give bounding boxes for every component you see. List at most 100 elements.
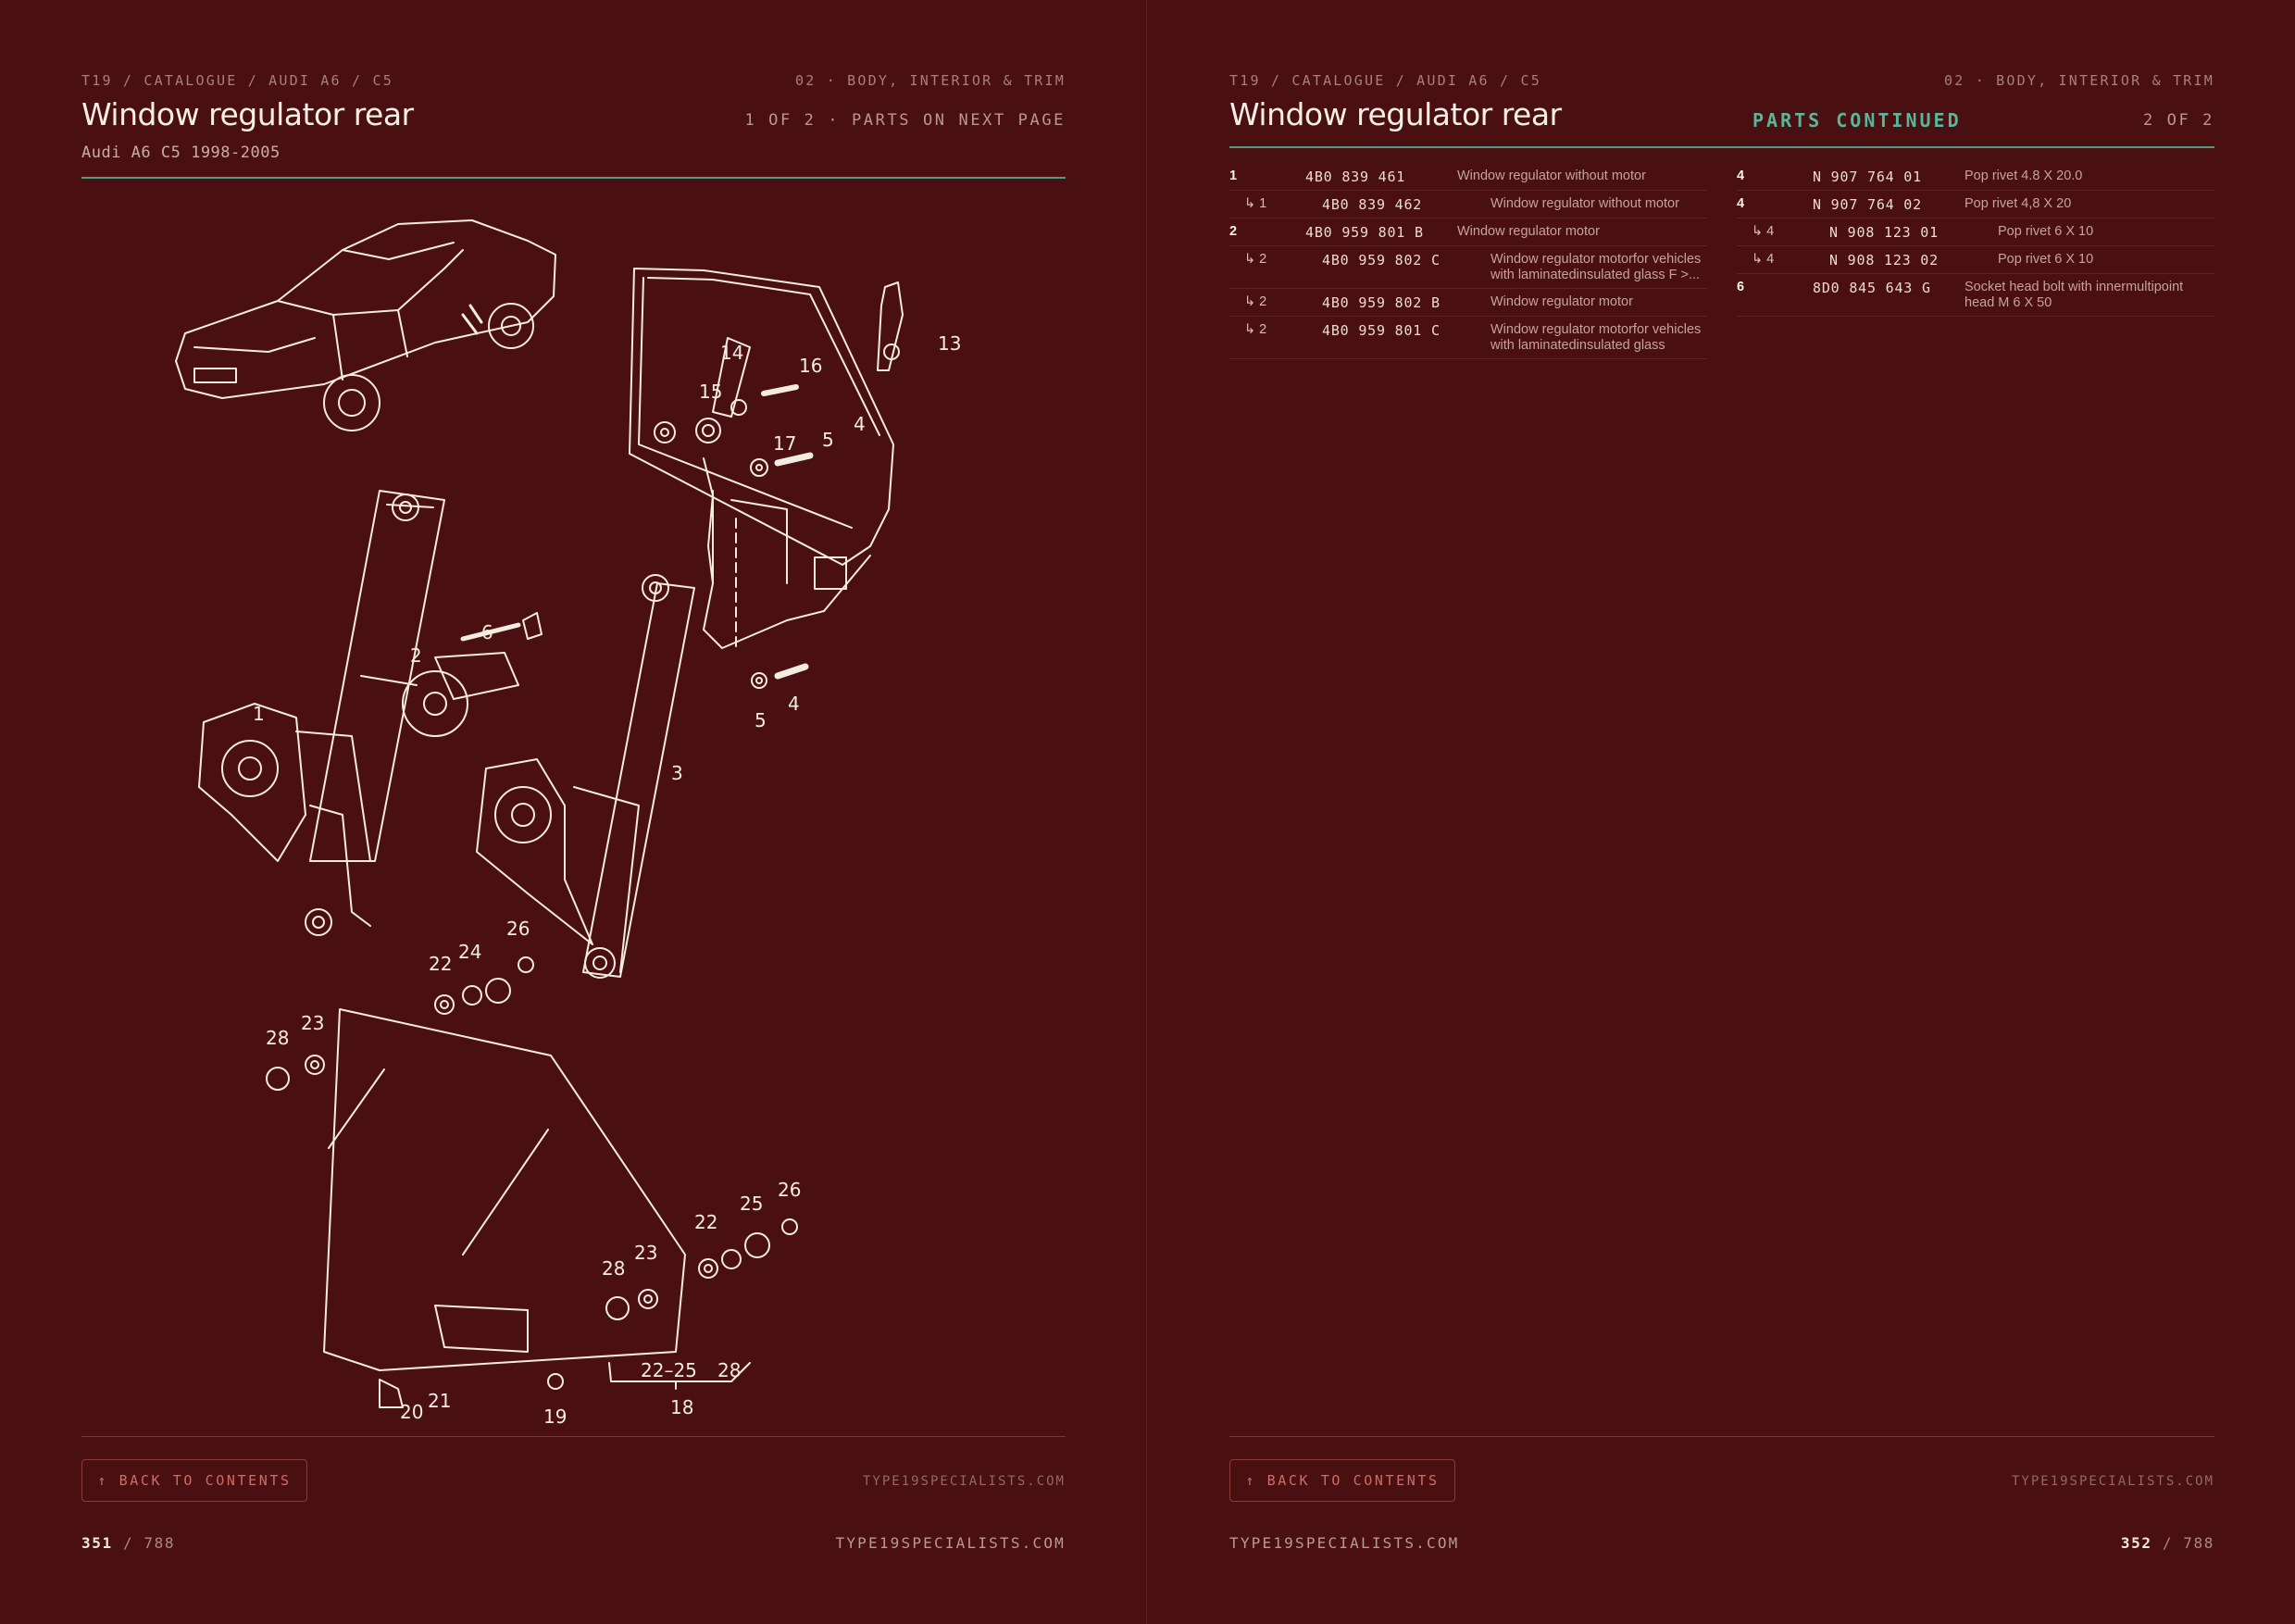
- header-divider: [1229, 146, 2214, 148]
- callout-5: 5: [822, 429, 834, 451]
- callout-19: 19: [543, 1405, 567, 1428]
- page-info: 2 OF 2: [2142, 111, 2214, 130]
- part-ref-number: ↳ 4: [1752, 224, 1775, 239]
- callout-28c: 28: [717, 1359, 741, 1381]
- callout-6: 6: [481, 621, 493, 643]
- part-number: 4B0 959 802 B: [1322, 294, 1441, 311]
- window-glass: [323, 1008, 686, 1408]
- exploded-parts-diagram: 1 2 3 4 4 5 5 6 13 14 15 16 17 18 19 20 …: [175, 219, 961, 1428]
- callout-23: 23: [301, 1012, 324, 1034]
- site-link-small[interactable]: TYPE19SPECIALISTS.COM: [2011, 1474, 2214, 1489]
- part-number: 4B0 959 802 C: [1322, 252, 1441, 269]
- part-row[interactable]: ↳ 4 N 908 123 02 Pop rivet 6 X 10: [1737, 246, 2214, 274]
- callout-25: 25: [740, 1193, 763, 1215]
- part-row[interactable]: ↳ 4 N 908 123 01 Pop rivet 6 X 10: [1737, 219, 2214, 246]
- page-number: 351 / 788: [81, 1534, 175, 1552]
- page-current: 352: [2120, 1534, 2152, 1552]
- part-description: Pop rivet 6 X 10: [1998, 224, 2094, 239]
- page-number: 352 / 788: [2121, 1534, 2214, 1552]
- part-ref-number: 1: [1229, 169, 1238, 183]
- part-number: N 908 123 01: [1829, 224, 1939, 241]
- hinge-part: [877, 281, 904, 371]
- callout-18: 18: [670, 1396, 693, 1418]
- part-ref-number: ↳ 2: [1244, 294, 1267, 309]
- glass-fasteners: [266, 956, 798, 1390]
- page-total: / 788: [2162, 1534, 2214, 1552]
- page-title: Window regulator rear: [1229, 96, 1562, 132]
- callout-20: 20: [400, 1401, 423, 1423]
- part-number: N 907 764 02: [1813, 196, 1922, 213]
- callout-14: 14: [720, 342, 743, 364]
- header-divider: [81, 177, 1066, 179]
- callout-4: 4: [854, 413, 866, 435]
- upper-fasteners: [654, 337, 814, 477]
- callout-24: 24: [458, 941, 481, 963]
- page-current: 351: [81, 1534, 113, 1552]
- back-to-contents-button[interactable]: ↑ BACK TO CONTENTS: [1229, 1459, 1455, 1502]
- page-subtitle: Audi A6 C5 1998-2005: [81, 144, 281, 162]
- part-row[interactable]: 4 N 907 764 02 Pop rivet 4,8 X 20: [1737, 191, 2214, 219]
- part-ref-number: 4: [1737, 196, 1745, 211]
- part-ref-number: ↳ 2: [1244, 322, 1267, 337]
- parts-continued-label: PARTS CONTINUED: [1752, 109, 1962, 131]
- part-description: Socket head bolt with innermultipoint he…: [1964, 280, 2184, 310]
- callout-labels: 1 2 3 4 4 5 5 6 13 14 15 16 17 18 19 20 …: [253, 332, 961, 1428]
- part-description: Pop rivet 6 X 10: [1998, 252, 2094, 267]
- page-total: / 788: [122, 1534, 176, 1552]
- part-number: 8D0 845 643 G: [1813, 280, 1931, 296]
- page-title: Window regulator rear: [81, 96, 414, 132]
- part-number: 4B0 959 801 C: [1322, 322, 1441, 339]
- part-row[interactable]: ↳ 2 4B0 959 801 C Window regulator motorfo…: [1229, 317, 1707, 359]
- part-ref-number: 4: [1737, 169, 1745, 183]
- part-description: Window regulator motor: [1491, 294, 1633, 309]
- part-ref-number: ↳ 1: [1244, 196, 1267, 211]
- callout-26: 26: [506, 918, 530, 940]
- right-page: T19 / CATALOGUE / AUDI A6 / C5 02 · BODY…: [1148, 0, 2295, 1624]
- callout-28b: 28: [602, 1257, 625, 1280]
- part-row[interactable]: ↳ 2 4B0 959 802 B Window regulator motor: [1229, 289, 1707, 317]
- left-page: T19 / CATALOGUE / AUDI A6 / C5 02 · BODY…: [0, 0, 1147, 1624]
- site-footer[interactable]: TYPE19SPECIALISTS.COM: [1229, 1534, 1460, 1552]
- callout-22b: 22: [694, 1211, 717, 1233]
- part-row[interactable]: ↳ 1 4B0 839 462 Window regulator without m…: [1229, 191, 1707, 219]
- callout-21: 21: [428, 1390, 451, 1412]
- callout-1: 1: [253, 703, 265, 725]
- callout-2: 2: [410, 644, 422, 667]
- section-label: 02 · BODY, INTERIOR & TRIM: [1944, 72, 2214, 89]
- part-number: N 907 764 01: [1813, 169, 1922, 185]
- regulator-left: [198, 490, 445, 936]
- breadcrumb: T19 / CATALOGUE / AUDI A6 / C5: [81, 72, 393, 89]
- callout-22: 22: [429, 953, 452, 975]
- part-ref-number: ↳ 4: [1752, 252, 1775, 267]
- callout-5b: 5: [755, 709, 767, 731]
- callout-13: 13: [938, 332, 961, 355]
- callout-26b: 26: [778, 1179, 801, 1201]
- part-ref-number: 2: [1229, 224, 1238, 239]
- part-description: Window regulator without motor: [1491, 196, 1679, 211]
- car-illustration: [175, 219, 556, 431]
- regulator-right: [476, 574, 809, 979]
- callout-16: 16: [799, 355, 822, 377]
- site-link-small[interactable]: TYPE19SPECIALISTS.COM: [862, 1474, 1066, 1489]
- breadcrumb: T19 / CATALOGUE / AUDI A6 / C5: [1229, 72, 1541, 89]
- footer-divider: [81, 1436, 1066, 1437]
- callout-23b: 23: [634, 1242, 657, 1264]
- part-description: Pop rivet 4,8 X 20: [1964, 196, 2072, 211]
- page-info: 1 OF 2 · PARTS ON NEXT PAGE: [744, 111, 1066, 130]
- part-number: N 908 123 02: [1829, 252, 1939, 269]
- callout-17: 17: [773, 432, 796, 455]
- site-footer[interactable]: TYPE19SPECIALISTS.COM: [835, 1534, 1066, 1552]
- part-number: 4B0 839 462: [1322, 196, 1423, 213]
- callout-15: 15: [699, 381, 722, 403]
- part-description: Window regulator motorfor vehicles with …: [1491, 322, 1702, 353]
- part-description: Window regulator motorfor vehicles with …: [1491, 252, 1702, 282]
- part-description: Window regulator motor: [1457, 224, 1600, 239]
- back-to-contents-button[interactable]: ↑ BACK TO CONTENTS: [81, 1459, 307, 1502]
